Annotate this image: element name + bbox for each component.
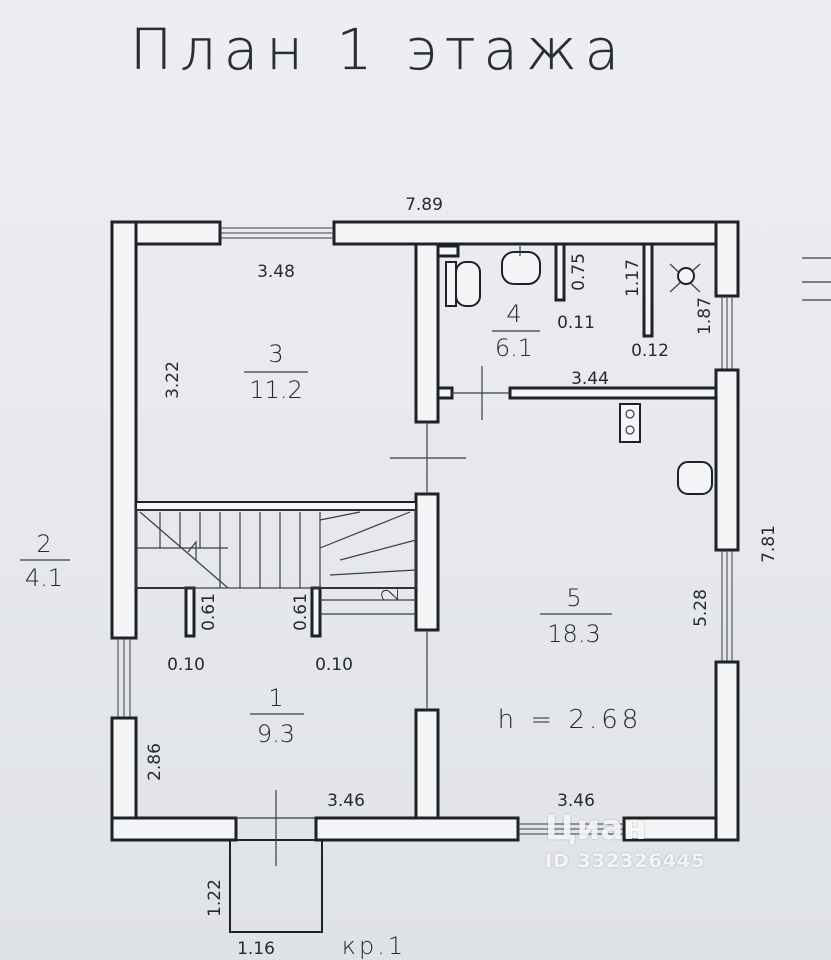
stair-label: 2 — [379, 587, 404, 601]
watermark: Циан ID 332326445 — [545, 810, 705, 872]
dim-room1-width: 3.46 — [327, 791, 365, 811]
svg-text:11.2: 11.2 — [249, 376, 302, 404]
dim-top-width: 7.89 — [405, 195, 443, 215]
dim-porch-width: 1.16 — [237, 939, 275, 959]
dim-wall-010-b: 0.10 — [315, 655, 353, 675]
porch-label: кр.1 — [342, 932, 406, 960]
dim-bath-011: 0.11 — [557, 313, 595, 333]
svg-text:2: 2 — [36, 530, 51, 558]
svg-text:4.1: 4.1 — [25, 564, 63, 592]
inner-walls — [135, 242, 718, 820]
dim-wall-061-a: 0.61 — [199, 593, 219, 631]
dim-bath-012: 0.12 — [631, 341, 669, 361]
dim-room5-width: 3.46 — [557, 791, 595, 811]
room-1-label: 1 9.3 — [250, 684, 304, 748]
room-4-label: 4 6.1 — [492, 300, 540, 362]
svg-text:9.3: 9.3 — [257, 720, 295, 748]
svg-text:4: 4 — [506, 300, 521, 328]
dim-wall-010-a: 0.10 — [167, 655, 205, 675]
dim-bath-117: 1.17 — [623, 259, 643, 297]
kitchen-sink-icon — [677, 461, 713, 495]
outer-walls — [110, 220, 740, 842]
svg-text:6.1: 6.1 — [495, 334, 533, 362]
dim-room3-width: 3.48 — [257, 262, 295, 282]
porch — [229, 790, 323, 933]
dim-room1-height: 2.86 — [145, 743, 165, 781]
room-labels: 3 11.2 4 6.1 2 4.1 5 18.3 1 — [20, 300, 643, 960]
dim-porch-height: 1.22 — [205, 879, 225, 917]
watermark-brand: Циан — [545, 808, 647, 848]
stove-icon — [619, 403, 641, 443]
toilet-tank-icon — [445, 261, 457, 307]
room-2-label: 2 4.1 — [20, 530, 70, 592]
watermark-id: ID 332326445 — [545, 850, 706, 872]
dim-bath-187: 1.87 — [695, 297, 715, 335]
dim-wall-061-b: 0.61 — [291, 593, 311, 631]
plan-title: План 1 этажа — [130, 18, 628, 83]
sink-icon — [501, 251, 541, 285]
ceiling-height: h = 2.68 — [498, 705, 643, 735]
room-3-label: 3 11.2 — [244, 340, 308, 404]
dimension-labels: 7.89 7.81 3.48 3.22 0.75 1.17 0.11 0.12 … — [145, 195, 779, 959]
svg-text:3: 3 — [268, 340, 283, 368]
svg-text:18.3: 18.3 — [547, 620, 600, 648]
bathroom-fixtures — [445, 246, 713, 495]
svg-text:1: 1 — [268, 684, 283, 712]
staircase — [135, 509, 417, 615]
toilet-icon — [455, 261, 481, 307]
dim-right-height: 7.81 — [759, 525, 779, 563]
dim-bath-075: 0.75 — [569, 253, 589, 291]
right-edge-marks — [802, 257, 831, 301]
svg-text:5: 5 — [566, 584, 581, 612]
room-5-label: 5 18.3 — [540, 584, 612, 648]
dim-corridor-344: 3.44 — [571, 369, 609, 389]
dim-room3-height: 3.22 — [163, 361, 183, 399]
dim-room5-height: 5.28 — [691, 589, 711, 627]
shower-icon — [677, 267, 695, 285]
